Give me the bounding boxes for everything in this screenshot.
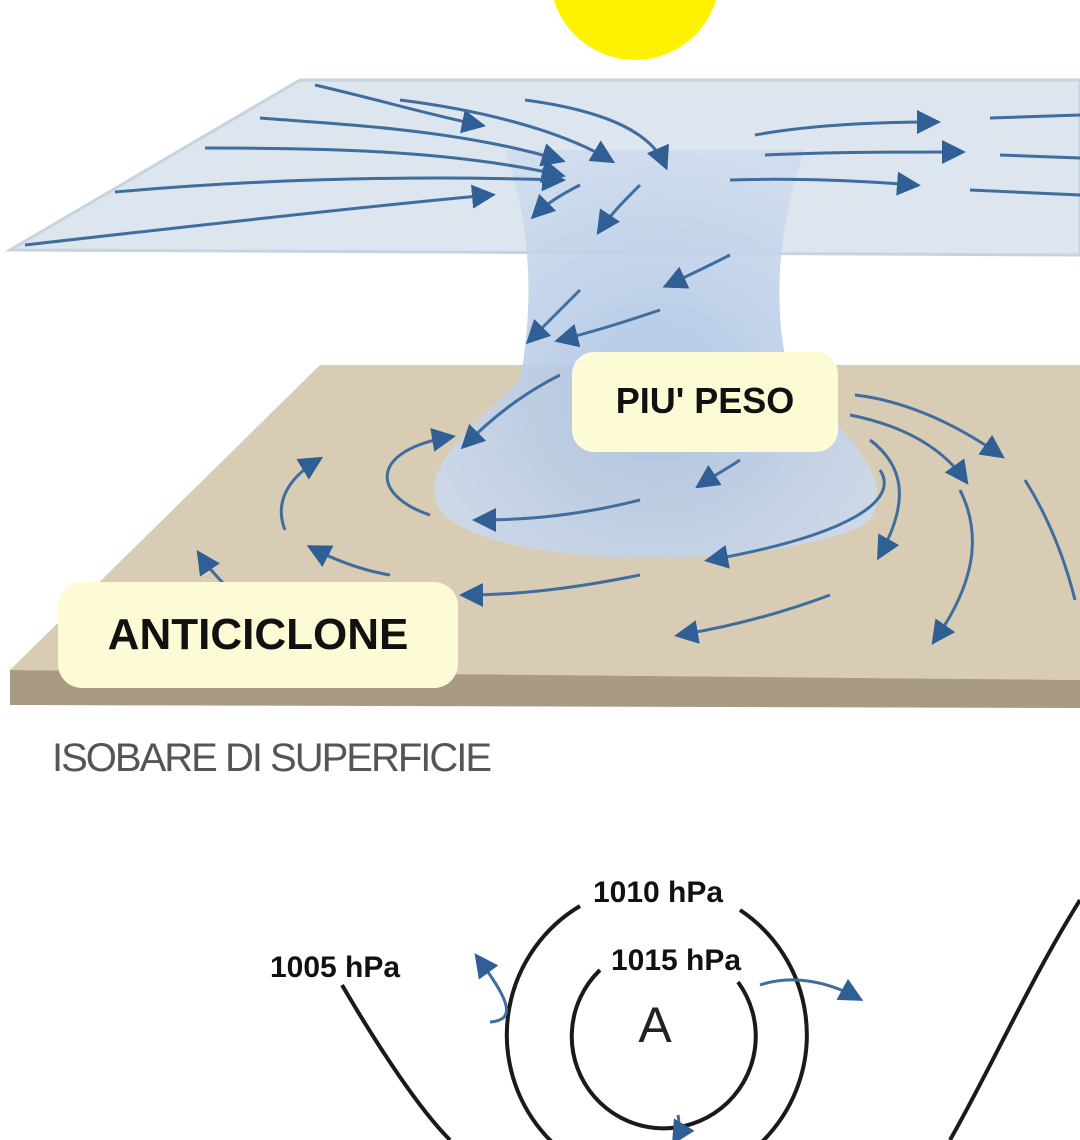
isobar-1015-label: 1015 hPa bbox=[611, 944, 741, 977]
upper-converging-arrows bbox=[24, 83, 669, 247]
isobar-1005-right bbox=[948, 898, 1080, 1140]
isobar-1010-label: 1010 hPa bbox=[593, 876, 723, 909]
isobar-1005-left bbox=[340, 983, 452, 1140]
surface-diverging-arrows bbox=[196, 393, 1077, 645]
isobar-1015 bbox=[569, 968, 758, 1131]
isobar-1010 bbox=[504, 904, 809, 1140]
isobar-wind-arrows bbox=[474, 953, 864, 1140]
anticyclone-label-box bbox=[58, 582, 458, 688]
high-weight-label-box bbox=[572, 352, 838, 452]
high-pressure-center: A bbox=[638, 997, 672, 1053]
surface-isobars-title: ISOBARE DI SUPERFICIE bbox=[52, 736, 490, 780]
sun bbox=[553, 0, 717, 60]
high-weight-label: PIU' PESO bbox=[616, 380, 795, 421]
anticyclone-label: ANTICICLONE bbox=[108, 610, 409, 659]
descending-arrows bbox=[460, 253, 741, 489]
upper-diverging-arrows bbox=[729, 110, 1080, 197]
isobar-1005-label: 1005 hPa bbox=[270, 951, 400, 984]
